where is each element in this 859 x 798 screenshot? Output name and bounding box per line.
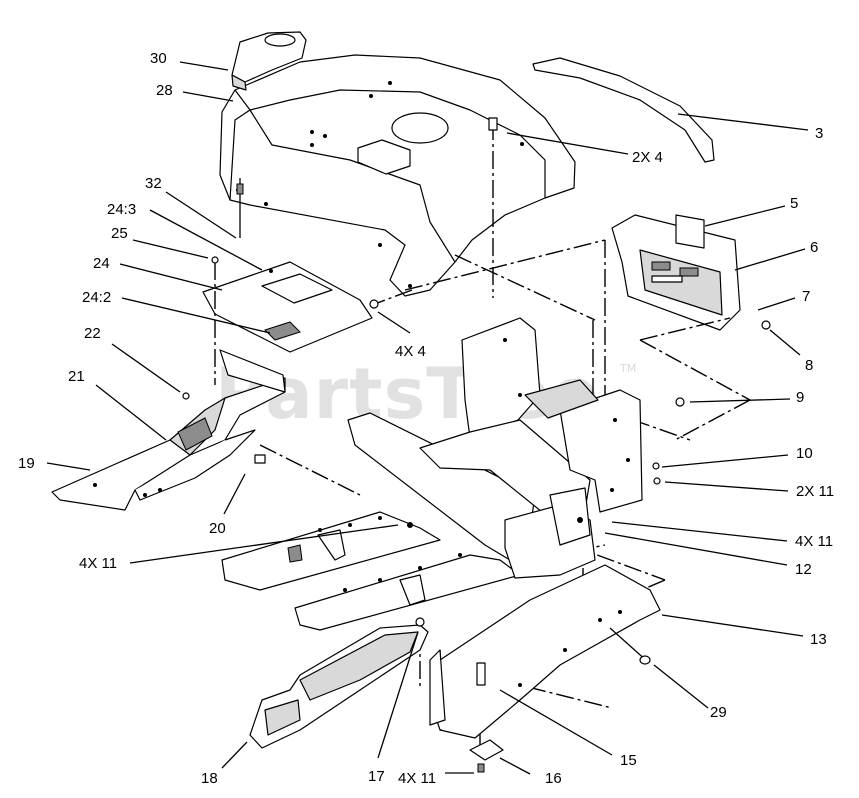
watermark-trademark: TM xyxy=(619,362,636,375)
callout-12: 12 xyxy=(795,561,812,578)
callout-24-2: 24:2 xyxy=(82,289,111,306)
trim-strip-icon xyxy=(532,57,715,163)
leader-lines xyxy=(46,61,809,775)
callout-4x11-left: 4X 11 xyxy=(79,555,117,572)
callout-5: 5 xyxy=(790,195,798,212)
callout-20: 20 xyxy=(209,520,226,537)
callout-labels: 30 28 3 2X 4 32 24:3 25 24 24:2 22 21 19… xyxy=(18,50,834,787)
callout-16: 16 xyxy=(545,770,562,787)
callout-4x11-bottom: 4X 11 xyxy=(398,770,436,787)
callout-8: 8 xyxy=(805,357,813,374)
callout-4x4: 4X 4 xyxy=(395,343,426,360)
callout-28: 28 xyxy=(156,82,173,99)
callout-30: 30 xyxy=(150,50,167,67)
callout-9: 9 xyxy=(796,389,804,406)
callout-2x4: 2X 4 xyxy=(632,149,663,166)
callout-17: 17 xyxy=(368,768,385,785)
nut-icon xyxy=(182,256,771,627)
decal-panel-icon xyxy=(611,214,741,331)
callout-25: 25 xyxy=(111,225,128,242)
callout-10: 10 xyxy=(796,445,813,462)
dash-cap-icon xyxy=(231,31,307,91)
fender-support-icon xyxy=(419,317,643,579)
left-footrest-icon xyxy=(51,349,286,511)
frame-icon xyxy=(221,412,536,631)
bolt-icon xyxy=(476,627,651,686)
callout-32: 32 xyxy=(145,175,162,192)
hood-icon xyxy=(219,54,576,297)
callout-22: 22 xyxy=(84,325,101,342)
bolt-icon xyxy=(254,454,266,464)
access-cover-icon xyxy=(202,261,373,353)
callout-21: 21 xyxy=(68,368,85,385)
callout-6: 6 xyxy=(810,239,818,256)
callout-18: 18 xyxy=(201,770,218,787)
floor-mat-icon xyxy=(249,624,429,749)
bolt-icon xyxy=(236,178,244,238)
nut-icon xyxy=(469,739,504,773)
callout-15: 15 xyxy=(620,752,637,769)
callout-3: 3 xyxy=(815,125,823,142)
callout-4x11-right: 4X 11 xyxy=(795,533,833,550)
callout-24-3: 24:3 xyxy=(107,201,136,218)
callout-7: 7 xyxy=(802,288,810,305)
callout-29: 29 xyxy=(710,704,727,721)
callout-19: 19 xyxy=(18,455,35,472)
callout-13: 13 xyxy=(810,631,827,648)
right-footrest-icon xyxy=(429,564,661,739)
callout-2x11: 2X 11 xyxy=(796,483,834,500)
callout-24: 24 xyxy=(93,255,110,272)
